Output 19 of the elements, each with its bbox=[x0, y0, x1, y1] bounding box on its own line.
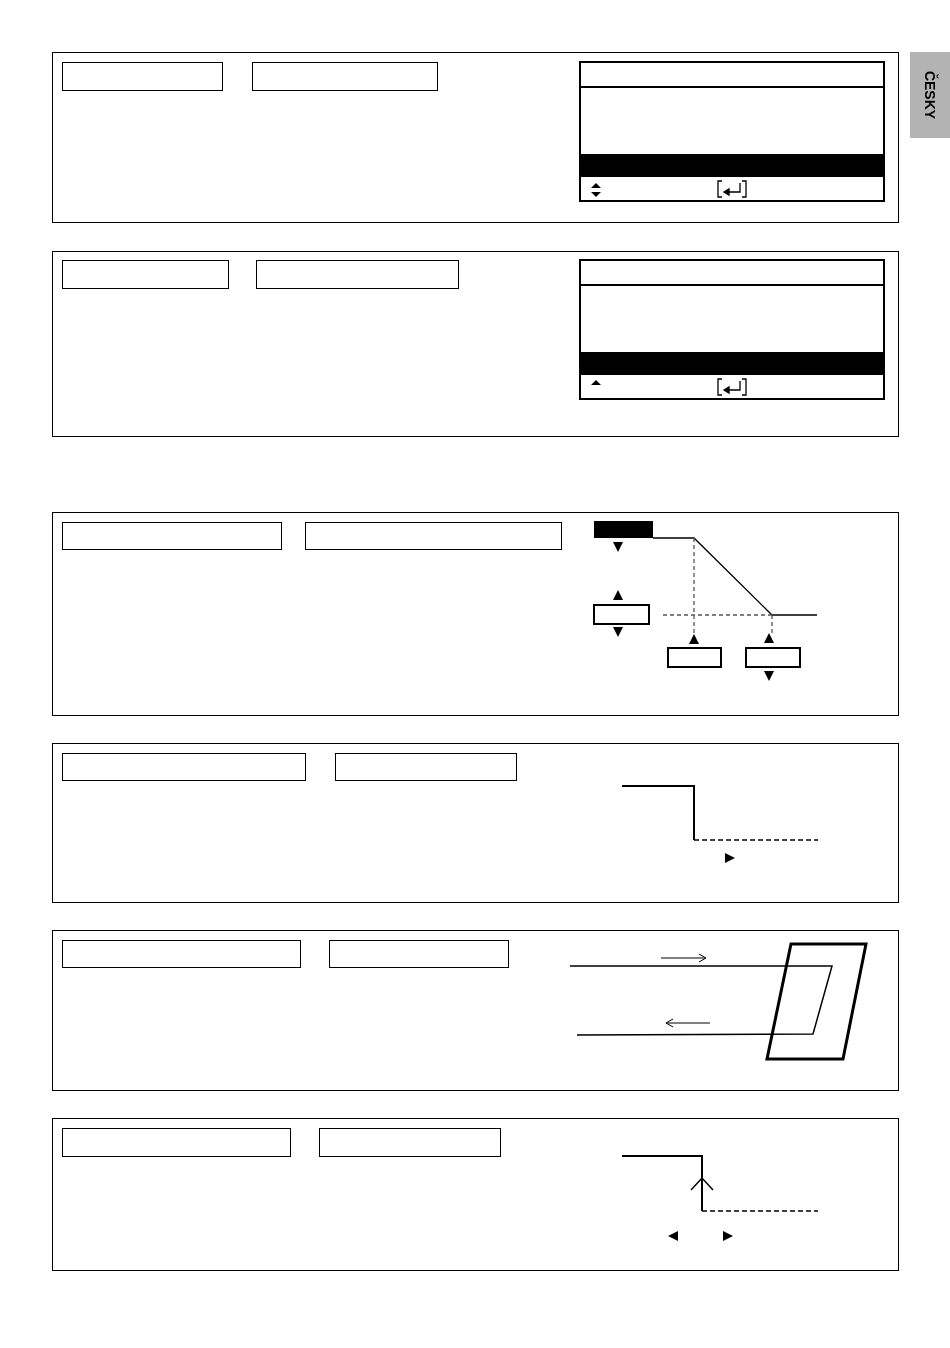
panel-box bbox=[52, 1118, 899, 1271]
heading-box bbox=[256, 260, 459, 289]
heading-box bbox=[62, 753, 306, 781]
heading-box bbox=[335, 753, 517, 781]
heading-box bbox=[62, 1128, 291, 1157]
heading-box bbox=[62, 940, 301, 968]
heading-box bbox=[62, 62, 223, 91]
heading-box bbox=[319, 1128, 501, 1157]
panel-box bbox=[52, 743, 899, 903]
heading-box bbox=[62, 522, 282, 550]
panel-box bbox=[52, 52, 899, 223]
language-tab-label: ČESKY bbox=[922, 70, 938, 120]
panel-box bbox=[52, 930, 899, 1091]
panel-box bbox=[52, 251, 899, 437]
heading-box bbox=[305, 522, 562, 550]
heading-box bbox=[62, 260, 229, 289]
panel-box bbox=[52, 512, 899, 716]
heading-box bbox=[329, 940, 509, 968]
heading-box bbox=[252, 62, 438, 91]
